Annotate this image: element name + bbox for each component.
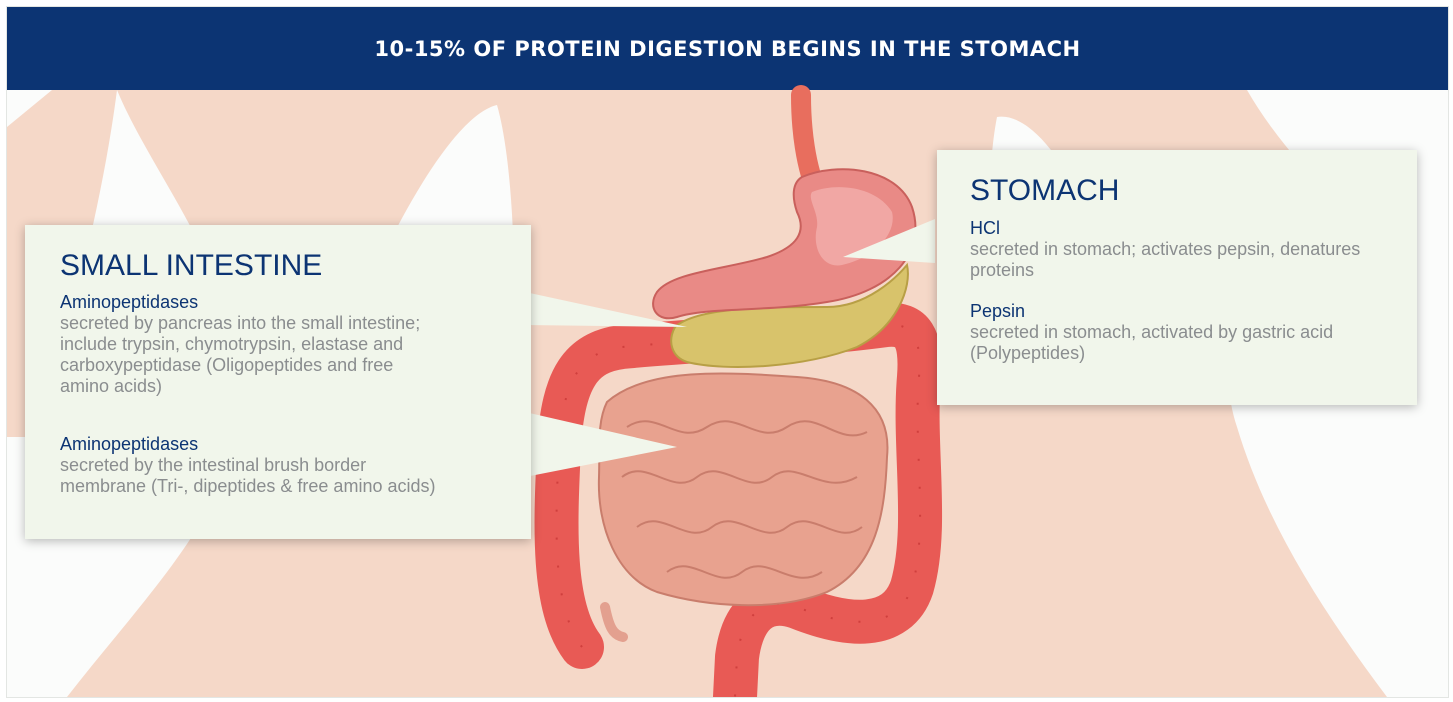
enzyme-hcl-description: secreted in stomach; activates pepsin, d… [970,239,1390,281]
enzyme-pepsin-name: Pepsin [970,301,1025,322]
enzyme-pancreatic-name: Aminopeptidases [60,292,198,313]
small-intestine-callout: SMALL INTESTINE Aminopeptidases secreted… [25,225,531,539]
enzyme-pepsin-description: secreted in stomach, activated by gastri… [970,322,1390,364]
enzyme-brush-border-description: secreted by the intestinal brush border … [60,455,440,497]
enzyme-pancreatic-description: secreted by pancreas into the small inte… [60,313,440,397]
stomach-title: STOMACH [970,175,1119,207]
enzyme-hcl-name: HCl [970,218,1000,239]
enzyme-brush-border-name: Aminopeptidases [60,434,198,455]
small-intestine-title: SMALL INTESTINE [60,250,322,282]
infographic-frame: 10-15% OF PROTEIN DIGESTION BEGINS IN TH… [6,6,1449,698]
stomach-callout: STOMACH HCl secreted in stomach; activat… [937,150,1417,405]
